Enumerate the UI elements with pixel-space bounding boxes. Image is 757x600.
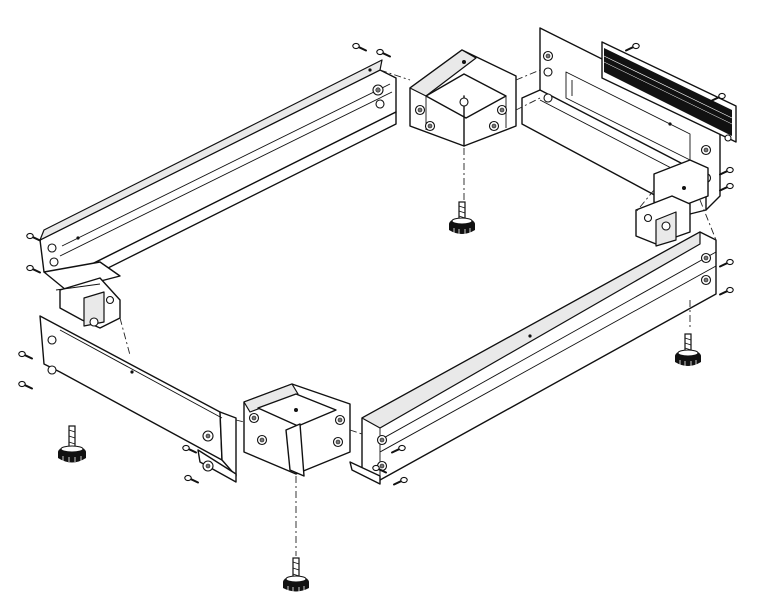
screw [182,444,197,454]
front-left-side-rail [39,315,237,483]
front-right-long-rail [349,231,717,485]
screw [376,48,391,58]
leveling-foot-right [675,333,701,366]
mounting-screws [18,42,734,486]
leveling-foot-left [58,425,86,463]
rear-left-side-rail [39,59,397,287]
screw [18,350,33,360]
leveling-foot-front [283,557,309,592]
screw [719,166,734,176]
screw [711,92,726,102]
screw [26,232,41,242]
screw [625,42,640,52]
screw [719,258,734,268]
screw [719,182,734,192]
screw [393,476,408,486]
screw [184,474,199,484]
right-corner-bracket [635,159,709,247]
screw [391,444,406,454]
assembly-center-lines [119,69,717,556]
screw [18,380,33,390]
brush-strip-panel [601,41,737,143]
front-corner-bracket [243,383,351,477]
screw [719,286,734,296]
screw [26,264,41,274]
left-corner-bracket [43,261,121,329]
screw [352,42,367,52]
rear-corner-bracket [409,49,517,147]
screw [372,464,387,474]
leveling-foot-rear [449,201,475,234]
